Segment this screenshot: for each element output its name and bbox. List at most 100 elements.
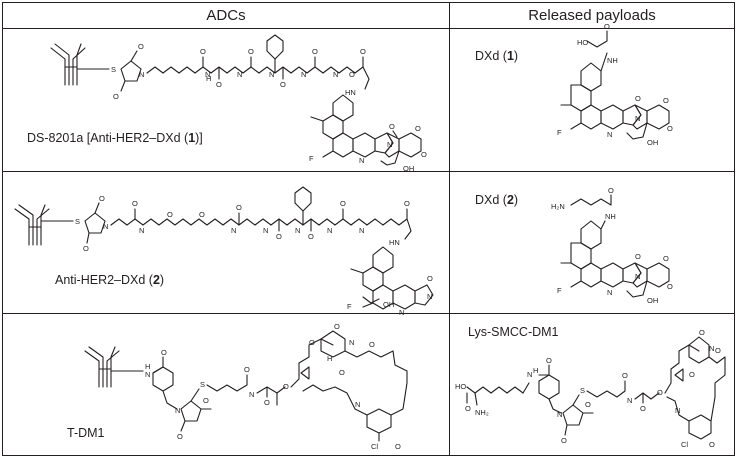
payload-structure-2: H₂N O NH F N O N O O OH xyxy=(551,186,673,305)
svg-text:N: N xyxy=(139,226,144,235)
svg-text:N: N xyxy=(263,226,268,235)
svg-text:O: O xyxy=(276,232,282,241)
svg-text:O: O xyxy=(604,22,610,31)
adc-structure-1: S O O N O HN O N O N O N O N O O HN xyxy=(50,34,427,173)
svg-text:N: N xyxy=(349,338,354,347)
adc-label-2: Anti-HER2–DXd (2) xyxy=(55,273,165,287)
svg-text:HO: HO xyxy=(577,38,588,47)
svg-text:H: H xyxy=(533,366,538,375)
svg-text:O: O xyxy=(635,94,641,103)
svg-text:H: H xyxy=(327,354,332,363)
svg-text:F: F xyxy=(309,154,314,163)
svg-text:H: H xyxy=(206,74,211,83)
maytansine-macrocycle-icon: O N O Cl O N O xyxy=(664,328,726,449)
svg-text:O: O xyxy=(200,47,206,56)
svg-text:N: N xyxy=(139,70,144,79)
svg-text:O: O xyxy=(640,404,646,413)
svg-text:O: O xyxy=(395,442,401,451)
exatecan-core-icon: F N O N O O OH xyxy=(309,94,427,173)
svg-text:O: O xyxy=(608,186,614,195)
svg-text:O: O xyxy=(199,210,205,219)
svg-text:O: O xyxy=(99,194,105,203)
adc-structure-2-tail: OH xyxy=(362,296,394,309)
svg-text:O: O xyxy=(415,124,421,133)
svg-text:N: N xyxy=(557,410,562,419)
svg-text:H: H xyxy=(145,362,150,371)
svg-text:HN: HN xyxy=(345,88,356,97)
antibody-icon xyxy=(14,204,50,246)
svg-text:O: O xyxy=(244,365,250,374)
svg-text:O: O xyxy=(236,203,242,212)
svg-text:N: N xyxy=(175,406,180,415)
svg-text:N: N xyxy=(249,390,254,399)
svg-text:O: O xyxy=(113,92,119,101)
svg-text:O: O xyxy=(715,346,721,355)
payload-label-2: DXd (2) xyxy=(475,193,519,207)
svg-text:O: O xyxy=(167,210,173,219)
payload-label-1: DXd (1) xyxy=(475,49,519,63)
svg-text:O: O xyxy=(585,400,591,409)
svg-text:O: O xyxy=(280,80,286,89)
svg-text:O: O xyxy=(216,80,222,89)
svg-text:N: N xyxy=(231,226,236,235)
header-released-payloads: Released payloads xyxy=(528,7,656,24)
row-divider-1 xyxy=(3,171,734,172)
svg-text:N: N xyxy=(355,400,360,409)
svg-text:O: O xyxy=(709,440,715,449)
svg-text:O: O xyxy=(421,150,427,159)
svg-text:N: N xyxy=(627,396,632,405)
svg-text:O: O xyxy=(663,254,669,263)
svg-text:NH: NH xyxy=(605,212,616,221)
svg-text:Cl: Cl xyxy=(681,440,688,449)
svg-text:O: O xyxy=(546,356,552,365)
svg-text:O: O xyxy=(404,199,410,208)
svg-text:N: N xyxy=(399,308,404,317)
svg-text:N: N xyxy=(237,70,242,79)
svg-text:OH: OH xyxy=(403,164,414,173)
svg-text:S: S xyxy=(111,65,116,74)
svg-text:N: N xyxy=(145,370,150,379)
svg-text:N: N xyxy=(709,344,714,353)
payload-label-3: Lys-SMCC-DM1 xyxy=(468,325,559,339)
svg-text:F: F xyxy=(557,286,562,295)
svg-text:NH₂: NH₂ xyxy=(475,408,489,417)
svg-text:N: N xyxy=(359,226,364,235)
svg-text:O: O xyxy=(283,382,289,391)
svg-text:O: O xyxy=(689,370,695,379)
svg-text:O: O xyxy=(369,340,375,349)
svg-text:O: O xyxy=(132,199,138,208)
svg-text:O: O xyxy=(667,124,673,133)
svg-text:O: O xyxy=(339,368,345,377)
svg-text:S: S xyxy=(200,380,205,389)
adc-label-1: DS-8201a [Anti-HER2–DXd (1)] xyxy=(27,131,203,145)
svg-text:N: N xyxy=(269,70,274,79)
maytansine-macrocycle-icon: OO HN O Cl O N O xyxy=(290,322,408,451)
svg-text:N: N xyxy=(333,70,338,79)
svg-text:N: N xyxy=(675,406,680,415)
svg-text:S: S xyxy=(75,217,80,226)
adc-structure-3: HN O N O O S O N O O OO HN O Cl O xyxy=(84,322,408,451)
svg-text:O: O xyxy=(699,328,705,337)
svg-text:N: N xyxy=(387,140,392,149)
svg-text:N: N xyxy=(607,130,612,139)
svg-text:O: O xyxy=(663,96,669,105)
svg-text:F: F xyxy=(557,128,562,137)
svg-text:O: O xyxy=(312,47,318,56)
header-divider xyxy=(3,28,734,29)
exatecan-core-icon: F N O N O O OH xyxy=(557,62,673,147)
svg-text:NH: NH xyxy=(607,56,618,65)
svg-text:O: O xyxy=(340,199,346,208)
antibody-icon xyxy=(84,346,120,388)
svg-text:O: O xyxy=(561,436,567,445)
antibody-icon xyxy=(50,43,86,86)
svg-text:O: O xyxy=(177,432,183,441)
adc-label-3: T-DM1 xyxy=(67,426,105,440)
svg-text:N: N xyxy=(103,222,108,231)
svg-text:O: O xyxy=(465,404,471,413)
svg-text:N: N xyxy=(359,156,364,165)
svg-text:N: N xyxy=(527,370,532,379)
svg-text:O: O xyxy=(248,47,254,56)
svg-text:H₂N: H₂N xyxy=(551,202,565,211)
svg-text:O: O xyxy=(622,371,628,380)
